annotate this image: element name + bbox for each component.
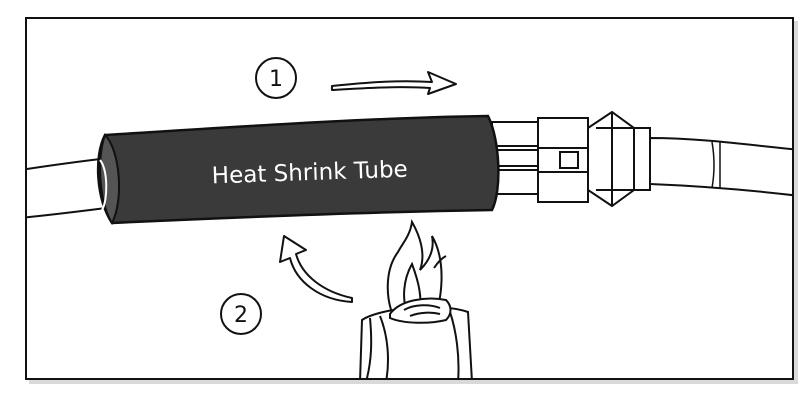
heat-shrink-tube: Heat Shrink Tube xyxy=(96,114,500,225)
right-cable xyxy=(649,136,792,197)
step-2-number: 2 xyxy=(234,303,248,328)
inner-wires xyxy=(491,121,543,195)
step-1-circle xyxy=(255,57,297,99)
step-1-number: 1 xyxy=(269,67,283,92)
lighter-icon xyxy=(359,218,473,378)
step-1: 1 xyxy=(255,57,457,99)
step-2-circle xyxy=(220,293,262,335)
step-2: 2 xyxy=(220,235,353,335)
connector xyxy=(537,110,651,208)
arrow-right-icon xyxy=(331,71,457,95)
arrow-curved-up-icon xyxy=(279,235,353,303)
